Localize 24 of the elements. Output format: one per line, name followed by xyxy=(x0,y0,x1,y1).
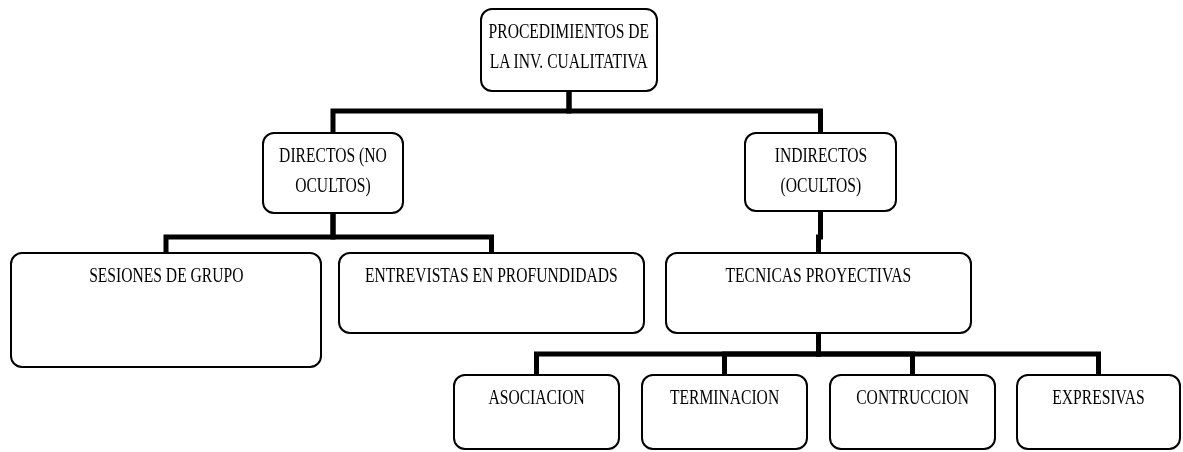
rounded-box xyxy=(744,132,897,212)
node-label: INDIRECTOS (OCULTOS) xyxy=(773,143,868,199)
node-label: TECNICAS PROYECTIVAS xyxy=(724,263,913,288)
rounded-box xyxy=(665,252,972,334)
node-label: PROCEDIMIENTOS DE LA INV. CUALITATIVA xyxy=(487,19,651,74)
node-label: ENTREVISTAS EN PROFUNDIDADS xyxy=(364,263,619,288)
node-label: EXPRESIVAS xyxy=(1051,385,1146,410)
rounded-box xyxy=(641,374,808,450)
rounded-box xyxy=(338,252,645,334)
connector-line xyxy=(816,212,823,252)
rounded-box xyxy=(1016,374,1181,450)
connector-line xyxy=(566,92,823,132)
rounded-box xyxy=(10,252,322,368)
rounded-box xyxy=(262,132,404,214)
connector-line xyxy=(816,334,1101,374)
node-label: DIRECTOS (NO OCULTOS) xyxy=(278,143,388,198)
node-label: CONTRUCCION xyxy=(855,385,970,410)
rounded-box xyxy=(829,374,996,450)
connector-line xyxy=(330,214,494,252)
rounded-box xyxy=(480,8,658,92)
node-label: SESIONES DE GRUPO xyxy=(87,263,245,288)
rounded-box xyxy=(453,374,620,450)
node-label: ASOCIACION xyxy=(487,385,586,410)
node-label: TERMINACION xyxy=(668,385,781,410)
